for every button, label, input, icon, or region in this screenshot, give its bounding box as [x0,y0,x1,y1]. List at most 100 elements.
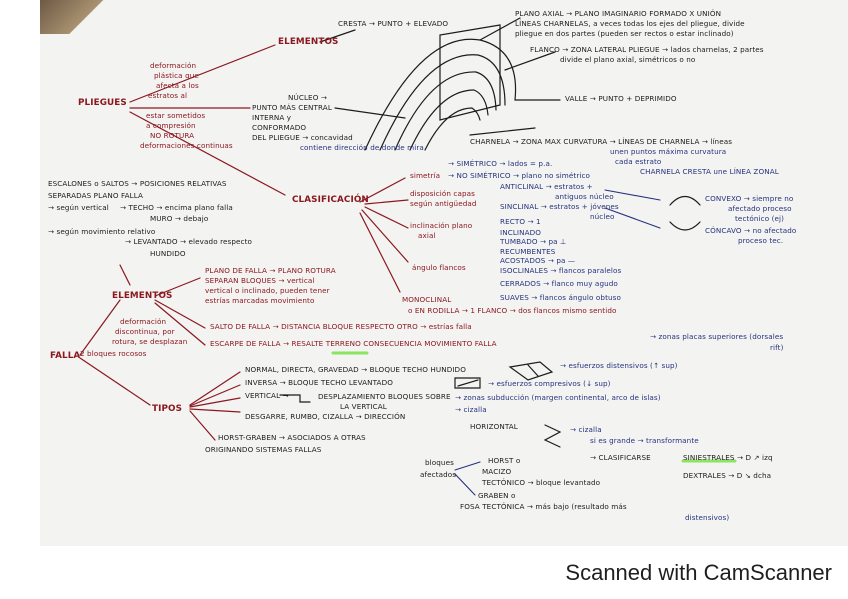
arrow-tipos-inversa [189,384,241,407]
arrow-clas-monoclinal [359,212,401,293]
nucleo-2: INTERNA y [252,113,292,122]
sinclinal-0: SINCLINAL → estratos + jóvenes [500,202,619,211]
tipo-horst-0: HORST-GRABEN → ASOCIADOS A OTRAS [218,433,366,442]
arrow-sinclinal-concavo [604,207,661,229]
clas-inclinado-0: INCLINADO [500,228,542,237]
pliegues-valle: VALLE → PUNTO + DEPRIMIDO [565,94,677,103]
fault-symbol-horizontal [543,424,562,448]
charnela-0: CHARNELA → ZONA MAX CURVATURA → LÍNEAS D… [470,137,733,146]
clas-suaves: SUAVES → flancos ángulo obtuso [500,293,621,302]
plano-falla-0: PLANO DE FALLA → PLANO ROTURA [205,266,336,275]
arrow-escalas-elementos [119,264,131,286]
tipo-siniestrales: SINIESTRALES → D ↗ izq [683,453,773,462]
arrow-anticlinal-convexo [604,189,661,201]
fallas-tipos: TIPOS [152,404,183,414]
fallas-elementos: ELEMENTOS [112,291,173,301]
arrow-elementos-plano [154,277,201,297]
convexo-0: CONVEXO → siempre no [705,194,794,203]
tipo-vertical: VERTICAL → [245,391,289,400]
pliegues-cresta: CRESTA → PUNTO + ELEVADO [338,19,449,28]
arrow-elementos-escarpe [154,302,206,346]
fallas-def-0: deformación [120,317,167,326]
escalas-1: SEPARADAS PLANO FALLA [48,191,144,200]
arrow-nucleo-fold [334,107,406,119]
clas-recto: RECTO → 1 [500,217,541,226]
arrow-pliegues-clasificacion [129,111,286,196]
nucleo-4: DEL PLIEGUE → concavidad [252,133,353,142]
bloques-1: afectados [420,470,457,479]
arrow-cresta [319,29,356,43]
clas-inclinacion-0: inclinación plano [410,221,473,230]
arrow-clas-angulo [361,209,409,263]
paper-corner-shadow [40,0,120,34]
tipo-clasificarse: → CLASIFICARSE [590,453,651,462]
arrow-tipos-desgarre [189,408,241,413]
arrow-tipos-vertical [189,397,241,408]
tipo-dextrales: DEXTRALES → D ↘ dcha [683,471,772,480]
tipo-grande: si es grande → transformante [590,436,699,445]
sep-vertical-0: → según vertical [48,203,109,212]
fallas-def-2: rotura, se desplazan [112,337,188,346]
clas-disposicion-1: según antigüedad [410,199,477,208]
tipo-desplazamiento-1: LA VERTICAL [340,402,387,411]
pliegues-def-0: deformación [150,61,197,70]
pliegues-def-5: a compresión [146,121,196,130]
tipo-desgarre: DESGARRE, RUMBO, CIZALLA → DIRECCIÓN [245,412,406,421]
concavo-0: CÓNCAVO → no afectado [705,226,797,235]
fold-axial-plane [439,24,501,121]
arrow-bloques [454,461,481,471]
tipo-horst-1: ORIGINANDO SISTEMAS FALLAS [205,445,322,454]
arrow-tipos-horst [189,410,216,441]
clas-monoclinal-1: o EN RODILLA → 1 FLANCO → dos flancos mi… [408,306,617,315]
nucleo-5: contiene dirección de donde mira [300,143,424,152]
plano-axial-0: PLANO AXIAL → PLANO IMAGINARIO FORMADO X… [515,9,722,18]
pliegues-clasificacion: CLASIFICACIÓN [292,195,369,205]
graben-2: distensivos) [685,513,730,522]
arrow-bloques-graben [454,473,476,496]
fallas-escarpe: ESCARPE DE FALLA → RESALTE TERRENO CONSE… [210,339,497,348]
tipo-cizalla: → cizalla [455,405,487,414]
anticlinal-1: antiguos núcleo [555,192,614,201]
fallas-zonas-0: → zonas placas superiores (dorsales [650,332,784,341]
clas-cerrados: CERRADOS → flanco muy agudo [500,279,618,288]
plano-falla-3: estrías marcadas movimiento [205,296,315,305]
fallas-def-3: 2 bloques rocosos [80,349,147,358]
graben-0: GRABEN o [478,491,516,500]
fallas-salto: SALTO DE FALLA → DISTANCIA BLOQUE RESPEC… [210,322,472,331]
fold-sketch [364,38,517,151]
pliegues-title: PLIEGUES [78,98,127,108]
tipo-desplazamiento-0: DESPLAZAMIENTO BLOQUES SOBRE [318,392,451,401]
pliegues-def-4: estar sometidos [146,111,206,120]
convex-symbol [669,195,701,206]
sinclinal-1: núcleo [590,212,615,221]
fault-symbol-inversa [454,377,481,389]
arrow-clas-disposicion [364,199,409,205]
fallas-title: FALLA [50,351,81,361]
concave-symbol [669,221,701,231]
clas-isoclinales: ISOCLINALES → flancos paralelos [500,266,622,275]
horst2-2: TECTÓNICO → bloque levantado [482,478,601,487]
arrow-pliegues-elementos [129,44,276,103]
bloques-0: bloques [425,458,454,467]
sep-relativo-1: → LEVANTADO → elevado respecto [125,237,252,246]
clas-simetrico: → SIMÉTRICO → lados = p.a. [448,159,553,168]
camscanner-watermark: Scanned with CamScanner [565,560,832,585]
sep-vertical-1: → TECHO → encima plano falla [120,203,233,212]
tipo-horizontal: HORIZONTAL [470,422,518,431]
notes-paper [40,0,848,546]
clas-monoclinal-0: MONOCLINAL [402,295,452,304]
clas-recumbente-0: RECUMBENTES [500,247,556,256]
tipo-subduccion: → zonas subducción (margen continental, … [455,393,661,402]
horst2-0: HORST o [488,456,521,465]
nucleo-0: NÚCLEO → [288,93,327,102]
graben-1: FOSA TECTÓNICA → más bajo (resultado más [460,502,627,511]
clas-asimetrico: → NO SIMÉTRICO → plano no simétrico [448,171,591,180]
arrow-clas-inclinacion [364,206,409,229]
anticlinal-0: ANTICLINAL → estratos + [500,182,593,191]
charnela-2: cada estrato [615,157,662,166]
arrow-tipos-normal [189,371,241,406]
arrow-falla-tipos [79,357,151,406]
nucleo-3: CONFORMADO [252,123,307,132]
